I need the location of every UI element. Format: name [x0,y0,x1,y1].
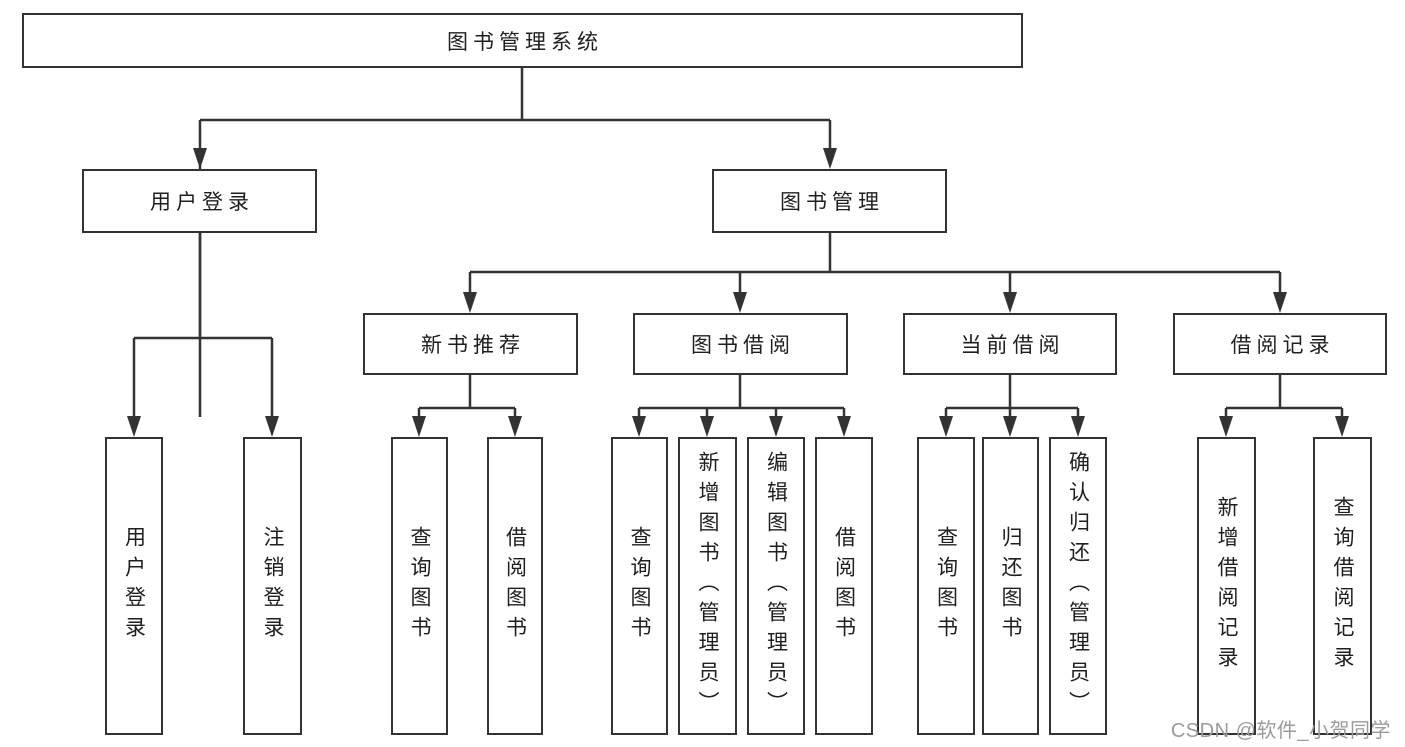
node-leaf-edit-books-admin-label: 编辑图书（管理员） [764,451,788,721]
node-book-management-label: 图书管理 [780,191,884,214]
node-leaf-user-login-label: 用户登录 [122,526,146,646]
connector-borrowing-records [1219,375,1349,437]
node-user-login-label: 用户登录 [150,191,254,214]
node-current-borrowing: 当前借阅 [903,313,1117,375]
node-leaf-query-borrow-record: 查询借阅记录 [1313,437,1372,735]
node-current-borrowing-label: 当前借阅 [960,334,1065,357]
node-leaf-edit-books-admin: 编辑图书（管理员） [747,437,805,735]
node-leaf-logout-label: 注销登录 [261,526,284,646]
node-new-book-recommendation-label: 新书推荐 [421,334,525,357]
node-leaf-borrow-books-label: 借阅图书 [832,526,856,646]
node-user-login: 用户登录 [82,169,317,233]
node-leaf-confirm-return-admin: 确认归还（管理员） [1049,437,1107,735]
node-leaf-return-books: 归还图书 [982,437,1039,735]
node-leaf-query-borrow-record-label: 查询借阅记录 [1331,496,1354,676]
node-borrowing-records-label: 借阅记录 [1230,334,1335,357]
node-new-book-recommendation: 新书推荐 [363,313,578,375]
node-library-management-system: 图书管理系统 [22,13,1023,68]
node-leaf-add-books-admin: 新增图书（管理员） [678,437,737,735]
node-leaf-query-books-recommend-label: 查询图书 [408,526,431,646]
node-leaf-return-books-label: 归还图书 [999,526,1022,646]
node-borrowing-records: 借阅记录 [1173,313,1387,375]
connector-current-borrowing [939,375,1085,437]
node-leaf-add-books-admin-label: 新增图书（管理员） [696,451,719,721]
node-leaf-add-borrow-record-label: 新增借阅记录 [1215,496,1238,676]
node-leaf-logout: 注销登录 [243,437,302,735]
node-leaf-borrow-books: 借阅图书 [815,437,873,735]
node-book-management: 图书管理 [712,169,947,233]
node-leaf-query-books-borrowing: 查询图书 [611,437,668,735]
node-leaf-borrow-books-recommend-label: 借阅图书 [503,526,527,646]
node-book-borrowing: 图书借阅 [633,313,848,375]
node-leaf-query-books-borrowing-label: 查询图书 [628,526,651,646]
node-leaf-borrow-books-recommend: 借阅图书 [487,437,543,735]
connector-book-borrowing [632,375,851,437]
node-leaf-query-books-current-label: 查询图书 [934,526,958,646]
node-leaf-add-borrow-record: 新增借阅记录 [1197,437,1256,735]
connector-new-book-recommendation [412,375,522,437]
node-library-management-system-label: 图书管理系统 [447,30,603,54]
node-leaf-query-books-current: 查询图书 [917,437,975,735]
csdn-watermark: CSDN @软件_小贺同学 [1170,720,1391,742]
node-leaf-confirm-return-admin-label: 确认归还（管理员） [1066,451,1090,721]
node-book-borrowing-label: 图书借阅 [691,334,795,357]
connector-book-management [463,233,1287,313]
connector-user-login [127,233,279,437]
node-leaf-user-login: 用户登录 [105,437,163,735]
node-leaf-query-books-recommend: 查询图书 [391,437,448,735]
